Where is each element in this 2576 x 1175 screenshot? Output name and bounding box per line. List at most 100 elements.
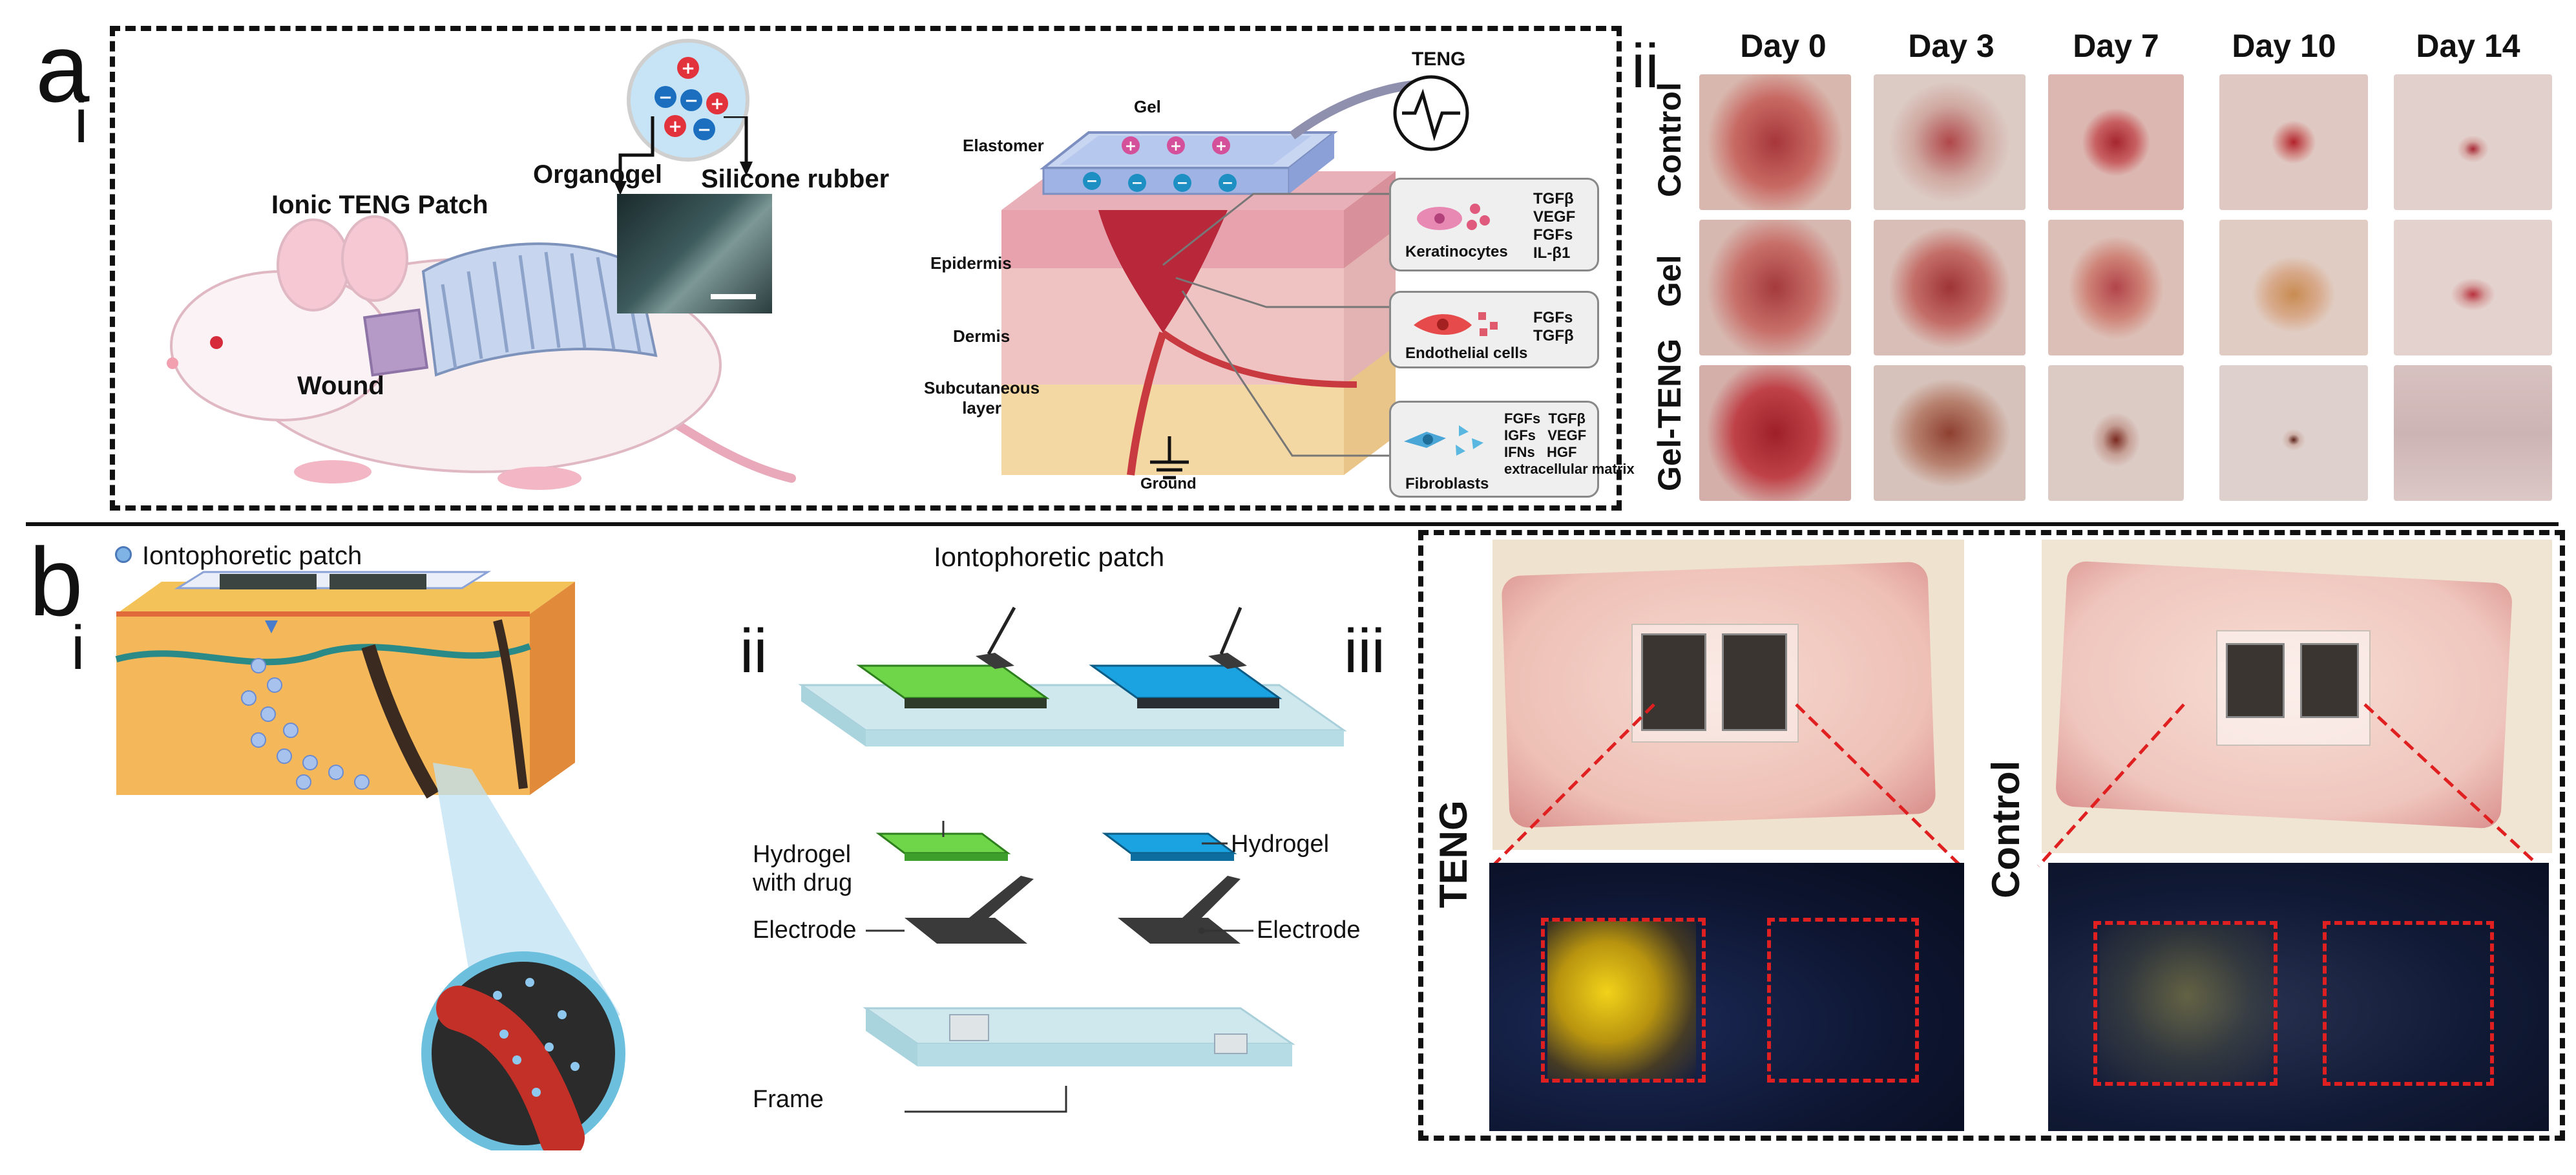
wound-photo-gel-day3 (1874, 220, 2026, 355)
patch-legend-dot (115, 546, 132, 563)
iontophoresis-skin-illustration (115, 571, 625, 1150)
svg-text:−: − (658, 88, 673, 107)
svg-text:+: + (1125, 138, 1136, 154)
cell-card-keratinocytes: Keratinocytes TGFβ VEGF FGFs IL-β1 (1389, 178, 1599, 271)
label-hydrogel: Hydrogel (1231, 831, 1330, 858)
row-label-gel-teng: Gel-TENG (1651, 338, 1688, 491)
svg-text:+: + (1215, 138, 1227, 154)
label-electrode-left: Electrode (753, 916, 857, 944)
row-label-gel: Gel (1651, 255, 1688, 307)
wound-photo-gel-teng-day14 (2394, 365, 2552, 501)
label-dermis: Dermis (953, 326, 1011, 346)
wound-photo-gel-teng-day0 (1699, 365, 1851, 501)
svg-text:−: − (697, 120, 711, 140)
endothelial-icon (1414, 312, 1498, 336)
control-electrode-1 (2226, 643, 2285, 718)
wound-photo-control-day14 (2394, 74, 2552, 210)
label-elastomer: Elastomer (963, 136, 1044, 155)
cell-callout-lines (1162, 193, 1396, 457)
svg-text:−: − (1177, 175, 1188, 191)
day-header-3: Day 10 (2232, 28, 2336, 64)
label-hydrogel-with-drug: Hydrogel with drug (753, 841, 853, 896)
label-teng: TENG (1412, 48, 1466, 70)
teng-signal-icon (1393, 75, 1469, 151)
panel-a-letter: a (36, 14, 90, 122)
teng-patch (421, 242, 658, 377)
teng-electrode-2 (1722, 633, 1787, 731)
cell-name-endothelial: Endothelial cells (1405, 344, 1528, 362)
fluorescence-signal-teng (1547, 921, 1696, 1079)
label-frame: Frame (753, 1086, 824, 1113)
cell-card-endothelial: Endothelial cells FGFs TGFβ (1389, 291, 1599, 368)
roi-box-teng-left (1541, 918, 1706, 1083)
cell-name-keratinocytes: Keratinocytes (1405, 243, 1508, 260)
day-header-2: Day 7 (2073, 28, 2159, 64)
fluorescence-image-control (2048, 863, 2549, 1131)
wound-photo-gel-day7 (2048, 220, 2184, 355)
electrode-layer-right (1118, 918, 1241, 944)
cell-factors-keratinocytes: TGFβ VEGF FGFs IL-β1 (1533, 190, 1576, 262)
sem-micrograph (617, 194, 772, 313)
label-silicone-rubber: Silicone rubber (701, 165, 890, 193)
svg-text:−: − (1086, 173, 1098, 189)
patch-electrode-left (220, 574, 317, 589)
svg-text:+: + (1170, 138, 1182, 154)
sem-scale-bar (711, 294, 756, 299)
panel-b-sub-iii: iii (1344, 617, 1385, 686)
panel-b-sub-ii: ii (740, 617, 768, 686)
charge-symbols: + − − + + − (654, 57, 728, 140)
panel-divider (26, 522, 2559, 526)
wound-photo-gel-teng-day7 (2048, 365, 2184, 501)
keratinocyte-icon (1417, 204, 1490, 230)
wound-photo-control-day10 (2219, 74, 2368, 210)
roi-box-control-left (2093, 921, 2278, 1086)
wound-photo-gel-teng-day10 (2219, 365, 2368, 501)
label-wound: Wound (297, 372, 384, 400)
label-organogel: Organogel (533, 160, 663, 189)
svg-text:−: − (684, 91, 698, 111)
row-label-control: Control (1651, 82, 1688, 197)
svg-text:−: − (1131, 175, 1143, 191)
skin-layer-schematic: + + + − − − − (1001, 78, 1447, 480)
wound-square (362, 308, 429, 377)
cell-factors-endothelial: FGFs TGFβ (1533, 309, 1574, 344)
svg-text:+: + (681, 59, 695, 78)
wound-photo-gel-teng-day3 (1874, 365, 2026, 501)
patch-diagram-title: Iontophoretic patch (934, 542, 1165, 572)
wound-photo-gel-day10 (2219, 220, 2368, 355)
cell-name-fibroblasts: Fibroblasts (1405, 475, 1489, 492)
mouse-illustration (167, 215, 796, 490)
wound-photo-gel-day0 (1699, 220, 1851, 355)
wound-photo-control-day0 (1699, 74, 1851, 210)
exploded-patch-diagram (863, 821, 1295, 1113)
assembled-patch-diagram (798, 606, 1347, 746)
panel-b-letter: b (29, 527, 83, 636)
roi-box-teng-right (1767, 918, 1919, 1083)
electrode-layer-left (905, 918, 1027, 944)
zoom-lines (1491, 703, 2540, 867)
panel-a-sub-ii: ii (1631, 32, 1659, 101)
teng-electrode-1 (1641, 633, 1706, 731)
label-electrode-right: Electrode (1257, 916, 1361, 944)
day-header-0: Day 0 (1740, 28, 1827, 64)
day-header-1: Day 3 (1908, 28, 1995, 64)
label-ground: Ground (1140, 475, 1197, 492)
control-electrode-2 (2300, 643, 2359, 718)
day-header-4: Day 14 (2416, 28, 2520, 64)
tissue-photo-control (2042, 540, 2552, 853)
fluorescence-signal-control (2100, 924, 2274, 1083)
pointer-arrows (614, 116, 753, 195)
cell-factors-fibroblasts: FGFs TGFβ IGFs VEGF IFNs HGF extracellul… (1504, 410, 1635, 477)
tissue-photo-teng (1492, 540, 1964, 850)
svg-text:+: + (668, 117, 682, 136)
patch-electrode-right (330, 574, 426, 589)
label-epidermis: Epidermis (930, 253, 1012, 273)
cell-card-fibroblasts: Fibroblasts FGFs TGFβ IGFs VEGF IFNs HGF… (1389, 401, 1635, 498)
label-gel: Gel (1134, 97, 1161, 116)
panel-a-sub-i: i (74, 87, 89, 156)
fluorescence-image-teng (1489, 863, 1964, 1131)
fibroblast-icon (1404, 425, 1483, 456)
wound-photo-control-day3 (1874, 74, 2026, 210)
panel-a-frame (110, 26, 1622, 511)
legend-iontophoretic-patch: Iontophoretic patch (142, 542, 362, 570)
